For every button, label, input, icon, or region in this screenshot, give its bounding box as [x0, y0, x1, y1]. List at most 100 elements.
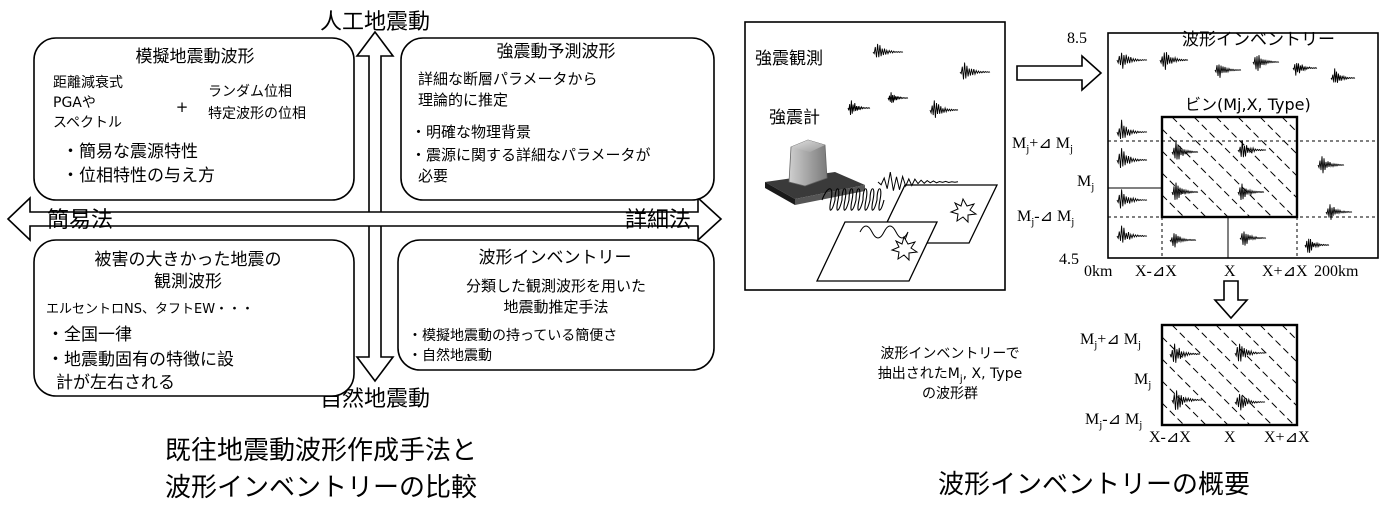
- extract-label: 波形インベントリーで: [880, 346, 1019, 362]
- seismogram-icon: [1169, 233, 1197, 248]
- plus-sign: +: [176, 98, 189, 116]
- caption-left: 既往地震動波形作成手法と: [165, 436, 477, 466]
- seismogram-icon: [1234, 394, 1266, 411]
- x-tick: X-⊿X: [1149, 429, 1191, 446]
- seismogram-icon: [1116, 52, 1148, 69]
- desc-line: 分類した観測波形を用いた: [466, 277, 646, 295]
- seismogram-icon: [1239, 231, 1267, 246]
- spring-wave-icon: [821, 188, 885, 211]
- horizontal-double-arrow: [6, 196, 723, 242]
- x-tick: X+⊿X: [1262, 263, 1308, 280]
- seismogram-icon: [1330, 68, 1356, 83]
- extract-y-plus: Mj+⊿ Mj: [1080, 331, 1141, 351]
- down-arrow-icon: [1213, 280, 1249, 320]
- extract-y-mj: Mj: [1134, 371, 1151, 391]
- y-label-mj-plus: Mj+⊿ Mj: [1012, 135, 1073, 155]
- extracted-bin: Mj+⊿ Mj Mj Mj-⊿ Mj X-⊿X X X+⊿X: [1080, 323, 1310, 446]
- seismogram-icon: [1252, 55, 1280, 71]
- seismogram-icon: [1237, 183, 1265, 201]
- ground-plane: [815, 221, 939, 282]
- seismogram-icon: [1171, 141, 1199, 160]
- box-title: 被害の大きかった地震の: [95, 250, 282, 270]
- x-tick: 200km: [1314, 263, 1359, 280]
- seismogram-icon: [1116, 119, 1148, 140]
- box-title: 波形インベントリー: [479, 248, 632, 268]
- box-simulated-waveform: 模擬地震動波形 距離減衰式 PGAや スペクトル + ランダム位相 特定波形の位…: [33, 37, 355, 201]
- seismogram-icon: [1325, 204, 1353, 220]
- seismogram-icon: [1159, 52, 1189, 70]
- seismogram-icon: [959, 62, 991, 80]
- selected-bin: [1160, 115, 1299, 219]
- bullet: ・簡易な震源特性: [62, 142, 198, 162]
- rupture-burst-icon: [949, 197, 978, 224]
- y-tick-bottom: 4.5: [1059, 251, 1079, 268]
- seismogram-icon: [1116, 225, 1148, 243]
- example-records: エルセントロNS、タフトEW・・・: [46, 302, 254, 317]
- caption-right: 波形インベントリーの概要: [938, 470, 1250, 500]
- x-tick: X-⊿X: [1135, 263, 1177, 280]
- bin-hatch: [1161, 116, 1298, 218]
- box-waveform-inventory: 波形インベントリー 分類した観測波形を用いた 地震動推定手法 ・模擬地震動の持っ…: [397, 239, 715, 371]
- right-arrow-icon: [1016, 54, 1103, 92]
- inventory-overview: 強震観測 強震計: [744, 21, 1379, 500]
- seismogram-icon: [929, 100, 959, 118]
- axis-label-right: 詳細法: [625, 208, 691, 233]
- seismogram-icon: [1237, 140, 1267, 158]
- bullet: ・全国一律: [47, 325, 132, 345]
- x-tick: X: [1224, 429, 1236, 446]
- bullet: ・模擬地震動の持っている簡便さ: [408, 328, 617, 344]
- bullet-continued: 必要: [418, 167, 448, 185]
- comparison-diagram: 人工地震動 自然地震動 簡易法 詳細法 模擬地震動波形 距離減衰式 PGAや ス…: [6, 10, 723, 503]
- x-tick: X+⊿X: [1264, 429, 1310, 446]
- seismogram-icon: [1116, 189, 1148, 209]
- col1-line: 距離減衰式: [53, 74, 123, 91]
- rupture-burst-icon: [890, 235, 919, 262]
- seismogram-icon: [887, 92, 909, 104]
- bullet: ・震源に関する詳細なパラメータが: [411, 146, 651, 164]
- bullet: ・明確な物理背景: [411, 123, 531, 141]
- seismogram-icon: [1171, 390, 1203, 410]
- seismogram-icon: [1304, 238, 1330, 253]
- axis-label-top: 人工地震動: [320, 10, 430, 35]
- caption-left: 波形インベントリーの比較: [165, 473, 477, 503]
- extract-label: 抽出されたMj, X, Type: [878, 366, 1022, 385]
- col1-line: PGAや: [53, 95, 96, 111]
- box-title: 模擬地震動波形: [136, 47, 255, 67]
- col2-line: ランダム位相: [208, 84, 292, 100]
- desc-line: 地震動推定手法: [503, 298, 608, 316]
- seismogram-icon: [872, 43, 904, 58]
- seismogram-icon: [1171, 182, 1199, 200]
- x-tick: X: [1224, 263, 1236, 280]
- seismogram-icon: [1214, 64, 1242, 78]
- col1-line: スペクトル: [53, 115, 122, 131]
- observation-box: 強震観測 強震計: [744, 21, 1006, 291]
- meter-label: 強震計: [769, 108, 820, 128]
- bullet: ・自然地震動: [408, 347, 492, 364]
- seismogram-icon: [1116, 148, 1148, 169]
- seismogram-icon: [1169, 343, 1201, 363]
- extract-label: の波形群: [922, 386, 978, 402]
- seismogram-icon: [1317, 156, 1345, 174]
- bin-label: ビン(Mj,X, Type): [1185, 95, 1311, 114]
- vertical-double-arrow: [355, 30, 395, 383]
- box-title: 観測波形: [154, 272, 222, 292]
- bullet: ・地震動固有の特徴に設: [47, 350, 234, 370]
- desc-line: 詳細な断層パラメータから: [418, 70, 598, 88]
- box-title: 強震動予測波形: [497, 42, 616, 62]
- observation-title: 強震観測: [755, 49, 823, 69]
- y-label-mj: Mj: [1077, 173, 1094, 193]
- desc-line: 理論的に推定: [418, 91, 508, 109]
- seismometer-icon: [765, 139, 865, 205]
- extract-y-minus: Mj-⊿ Mj: [1085, 411, 1142, 431]
- y-tick-top: 8.5: [1067, 30, 1087, 47]
- seismogram-icon: [1292, 62, 1318, 76]
- propagation-wave-icon: [859, 225, 909, 249]
- seismogram-icon: [1234, 343, 1266, 362]
- propagation-wave-icon: [877, 172, 959, 191]
- seismogram-icon: [847, 100, 871, 116]
- y-label-mj-minus: Mj-⊿ Mj: [1017, 208, 1074, 228]
- axis-label-left: 簡易法: [47, 208, 113, 233]
- bullet-continued: 計が左右される: [56, 373, 175, 393]
- x-tick: 0km: [1084, 263, 1113, 280]
